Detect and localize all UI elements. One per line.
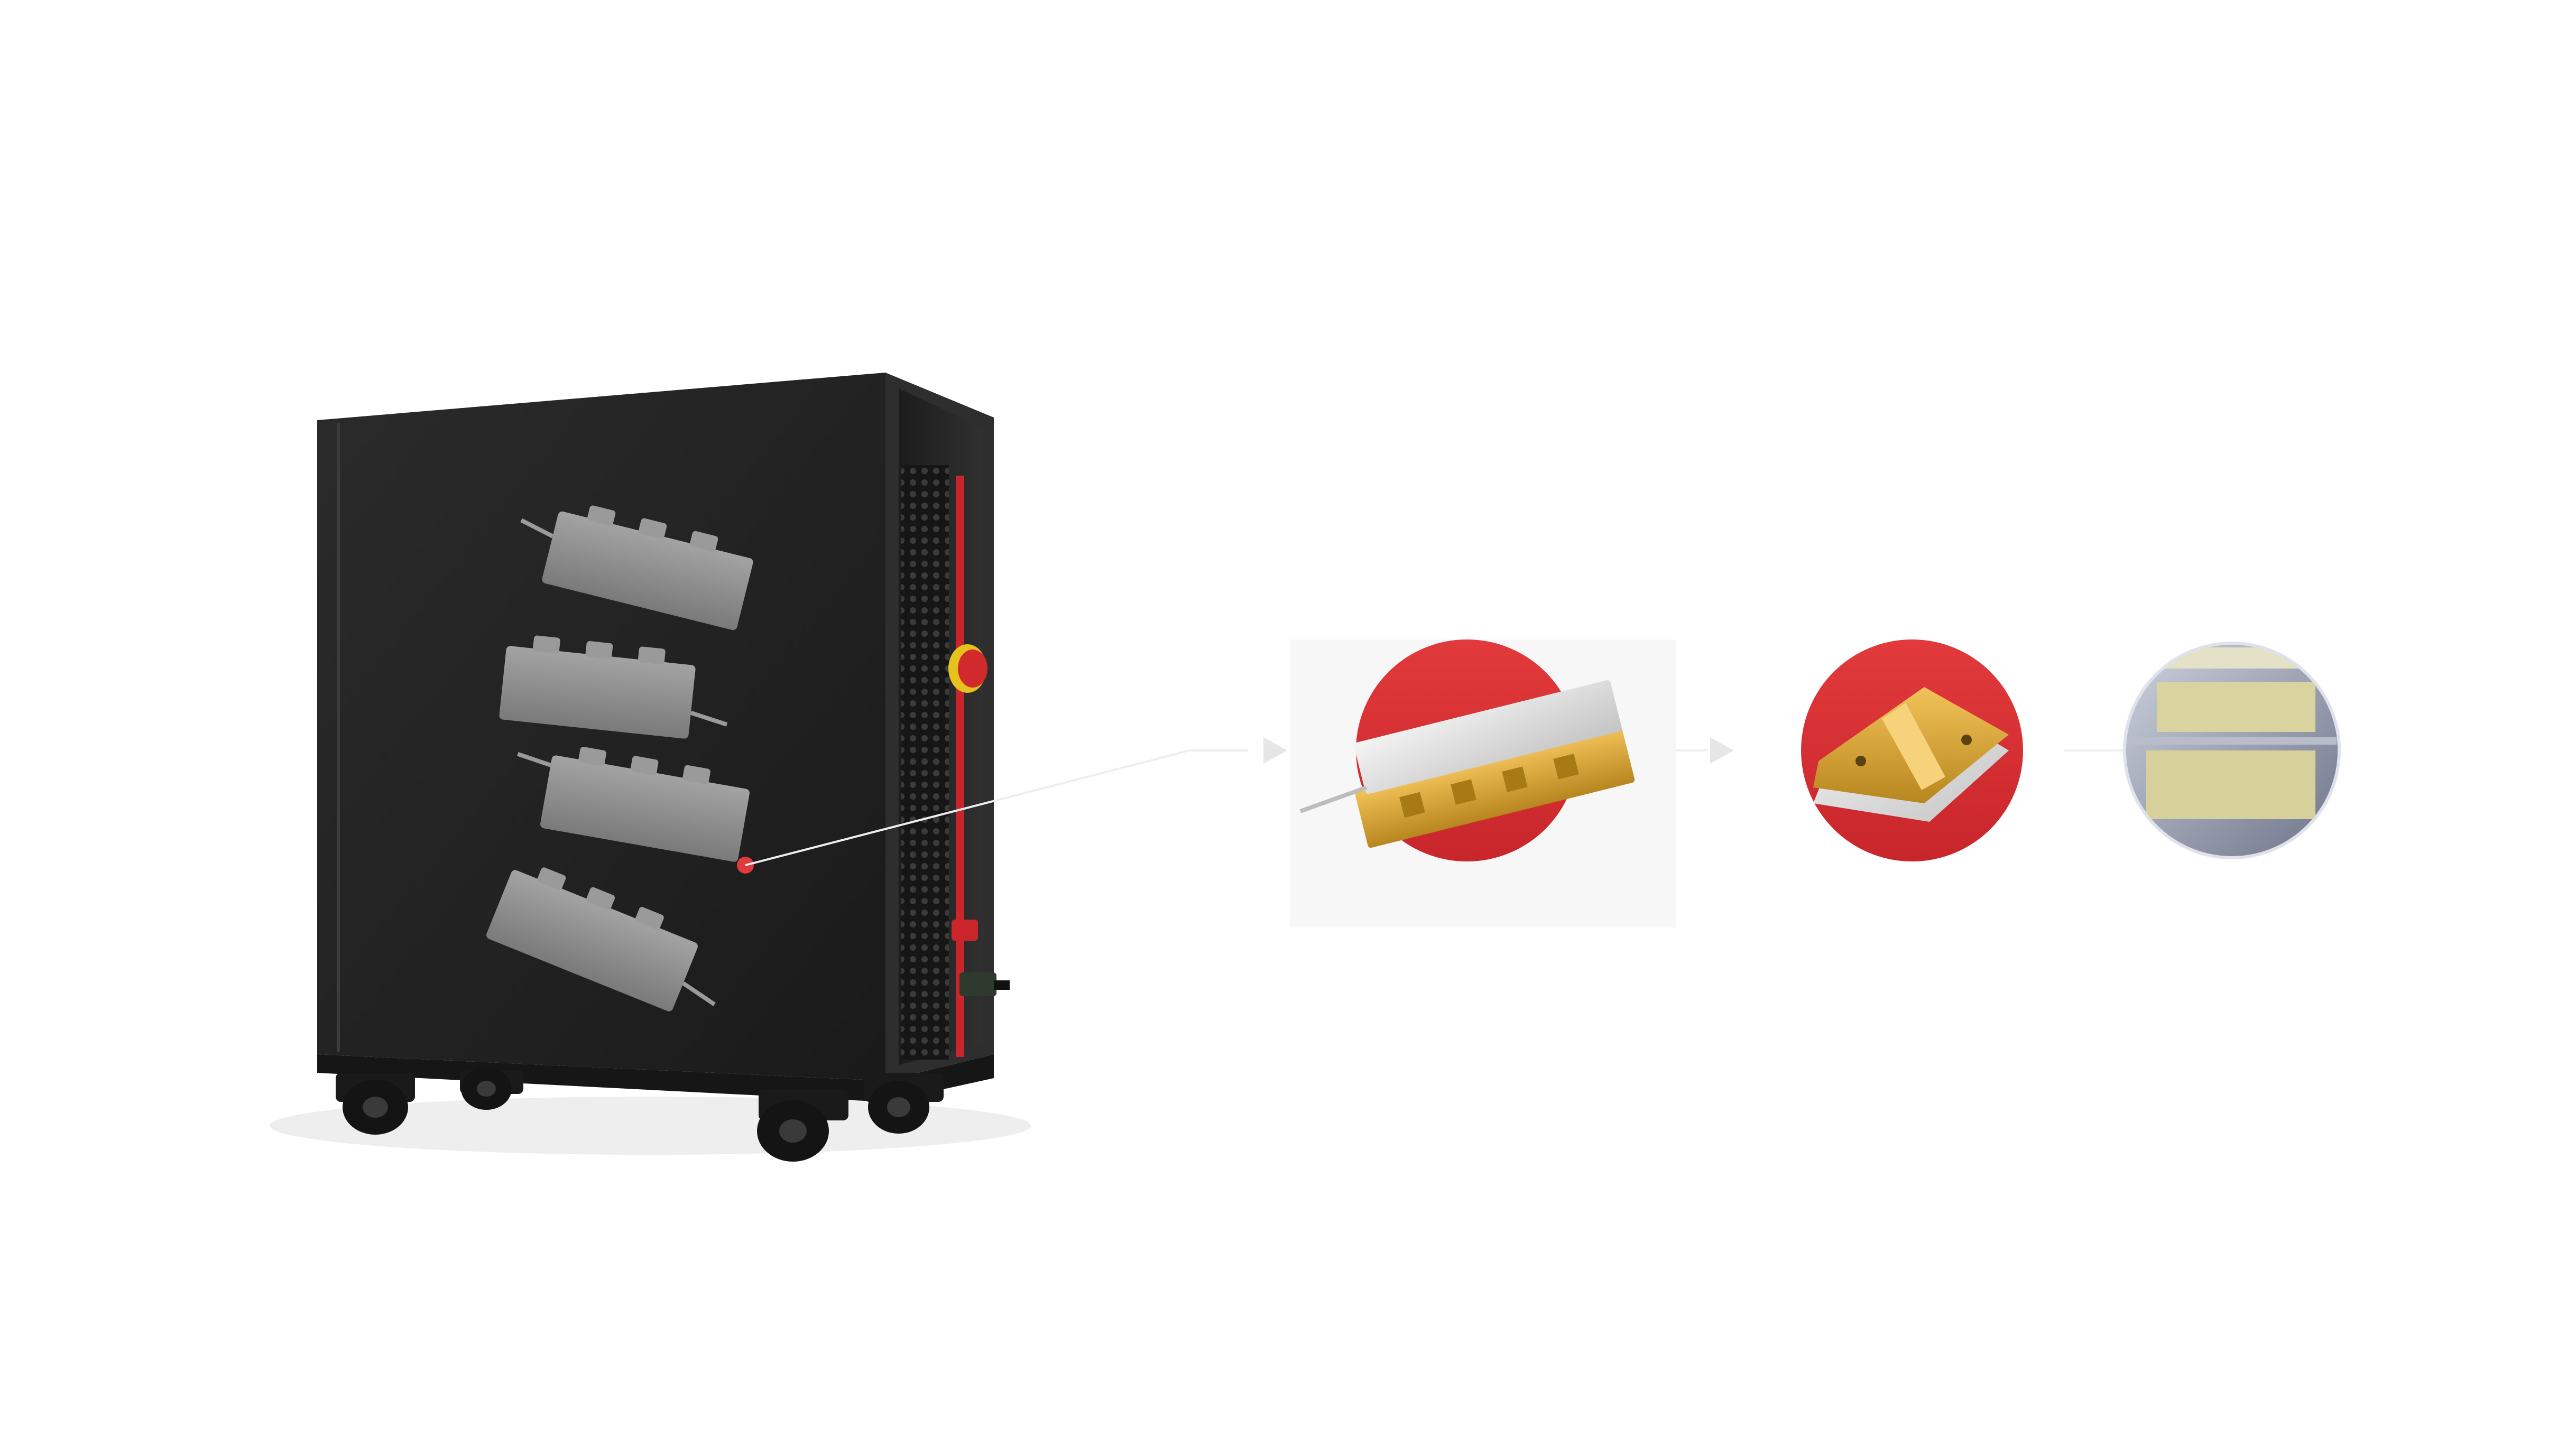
connector-icon [952,920,1010,996]
submount-ridge [1882,703,1945,790]
red-edge-strip [956,476,964,1057]
arrow-right-icon [1263,737,1287,764]
emergency-stop-icon [948,644,987,693]
pump-module-icon [486,505,753,1012]
laser-cabinet-icon [270,373,1031,1162]
caster-wheel-icon [336,1068,944,1162]
chip-on-submount-icon [1801,639,2023,861]
callout-line [745,749,1248,866]
chip-lower-pad [2146,750,2315,819]
packaged-laser-module-icon [1290,639,1676,928]
module-fiber [1299,785,1368,813]
module-silver-lid [1354,680,1622,794]
chip-upper-pad [2157,682,2315,732]
vent-grille [901,465,949,1060]
laser-chip-icon [2123,642,2341,859]
